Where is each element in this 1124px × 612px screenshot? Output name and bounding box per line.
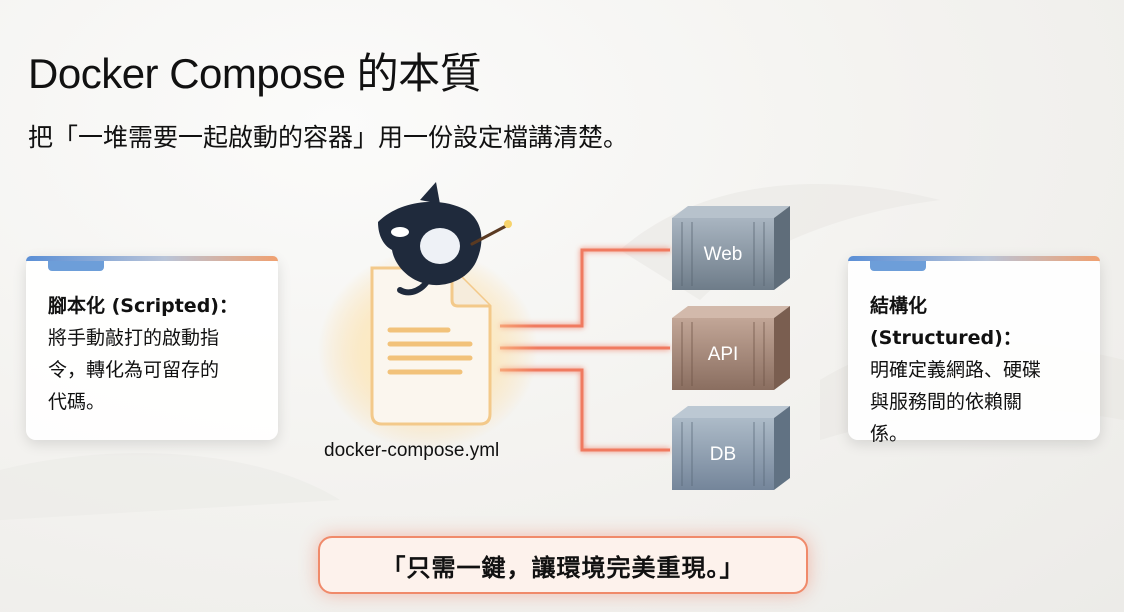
file-name-label: docker-compose.yml xyxy=(324,440,500,461)
scripted-card-line: 將手動敲打的啟動指 xyxy=(48,327,220,349)
structured-card-title: 結構化 (Structured)： xyxy=(870,295,1022,349)
container-db-label: DB xyxy=(710,444,736,465)
card-tab xyxy=(48,261,104,271)
card-tab xyxy=(870,261,926,271)
structured-card-line: 係。 xyxy=(870,423,909,445)
scripted-card-title: 腳本化 (Scripted)： xyxy=(48,295,238,317)
callout-banner: 「只需一鍵，讓環境完美重現。」 xyxy=(318,536,808,594)
page-title: Docker Compose 的本質 xyxy=(28,50,482,97)
scripted-card-line: 令，轉化為可留存的 xyxy=(48,359,220,381)
document-icon xyxy=(318,250,538,450)
card-accent-bar xyxy=(848,256,1100,261)
card-accent-bar xyxy=(26,256,278,261)
orca-icon xyxy=(378,182,512,296)
structured-card-line: 明確定義網路、硬碟 xyxy=(870,359,1042,381)
container-db: DB xyxy=(672,406,790,490)
callout-text: 「只需一鍵，讓環境完美重現。」 xyxy=(381,553,745,582)
page-subtitle: 把「一堆需要一起啟動的容器」用一份設定檔講清楚。 xyxy=(28,123,629,152)
container-web: Web xyxy=(672,206,790,290)
connector-web xyxy=(500,248,670,328)
structured-card: 結構化 (Structured)： 明確定義網路、硬碟 與服務間的依賴關 係。 xyxy=(848,256,1100,445)
scripted-card-line: 代碼。 xyxy=(48,391,106,413)
structured-card-line: 與服務間的依賴關 xyxy=(870,391,1023,413)
scripted-card: 腳本化 (Scripted)： 將手動敲打的啟動指 令，轉化為可留存的 代碼。 xyxy=(26,256,278,440)
container-api: API xyxy=(672,306,790,390)
connector-db xyxy=(500,368,670,452)
container-api-label: API xyxy=(708,344,739,365)
container-web-label: Web xyxy=(704,244,743,265)
